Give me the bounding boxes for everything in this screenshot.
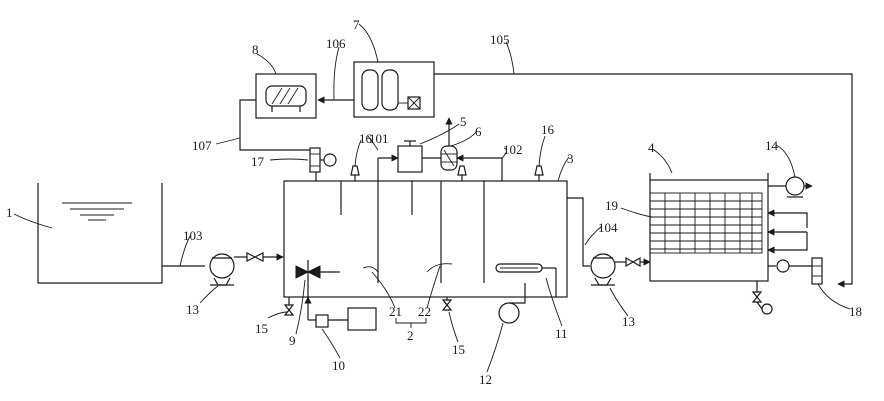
label-19: 19 [605, 198, 618, 213]
feed-pump-right [590, 253, 616, 286]
unit-8 [255, 73, 317, 119]
label-12: 12 [479, 372, 492, 387]
callout-labels: 1 8 7 106 105 107 17 16 101 5 6 102 16 3… [6, 17, 862, 387]
label-15-left: 15 [255, 321, 268, 336]
unit-5 [397, 140, 423, 173]
label-22: 22 [418, 304, 431, 319]
label-104: 104 [598, 220, 618, 235]
sensor-16-right [534, 165, 544, 181]
label-7: 7 [353, 17, 360, 32]
label-13-left: 13 [186, 302, 199, 317]
membrane-tank-4 [649, 173, 808, 315]
aeration-diffuser-11 [495, 263, 557, 297]
sensor-16-mid [457, 165, 467, 181]
label-16-right: 16 [541, 122, 555, 137]
drain-valve-15-left [283, 297, 295, 316]
unit-18 [768, 257, 823, 285]
label-102: 102 [503, 142, 523, 157]
unit-6 [440, 145, 458, 171]
feed-pump-left [209, 253, 235, 286]
gas-line-101 [377, 154, 399, 181]
leader-lines [13, 23, 851, 373]
inlet-line-to-reactor [234, 252, 284, 262]
label-107: 107 [192, 138, 212, 153]
label-15-mid: 15 [452, 342, 465, 357]
outlet-pipe-104 [567, 197, 590, 267]
pump-14 [768, 176, 813, 198]
label-4: 4 [648, 140, 655, 155]
mixer-9 [295, 260, 340, 300]
label-9: 9 [289, 333, 296, 348]
bracket-2 [395, 318, 427, 328]
unit-7 [353, 61, 435, 118]
blower-12 [498, 283, 526, 324]
label-1: 1 [6, 205, 13, 220]
source-water-tank [37, 183, 163, 284]
label-106: 106 [326, 36, 346, 51]
label-18: 18 [849, 304, 862, 319]
sensor-16-left [350, 165, 360, 181]
reactor-vessel-3 [283, 180, 568, 298]
line-107 [239, 99, 317, 155]
line-105 [434, 73, 853, 288]
label-6: 6 [475, 124, 482, 139]
line-to-membrane-tank [615, 256, 651, 268]
label-105: 105 [490, 32, 510, 47]
label-2: 2 [407, 328, 414, 343]
label-3: 3 [567, 151, 574, 166]
drain-valve-15-mid [441, 297, 453, 311]
dosing-unit-10 [304, 296, 377, 331]
label-11: 11 [555, 326, 568, 341]
label-103: 103 [183, 228, 203, 243]
label-14: 14 [765, 138, 779, 153]
label-5: 5 [460, 114, 467, 129]
label-17: 17 [251, 154, 265, 169]
label-8: 8 [252, 42, 259, 57]
label-16-left: 16 [359, 131, 373, 146]
label-10: 10 [332, 358, 345, 373]
label-101: 101 [369, 131, 389, 146]
unit-17 [309, 147, 337, 181]
label-21: 21 [389, 304, 402, 319]
membrane-module-19 [649, 192, 763, 254]
label-13-right: 13 [622, 314, 635, 329]
